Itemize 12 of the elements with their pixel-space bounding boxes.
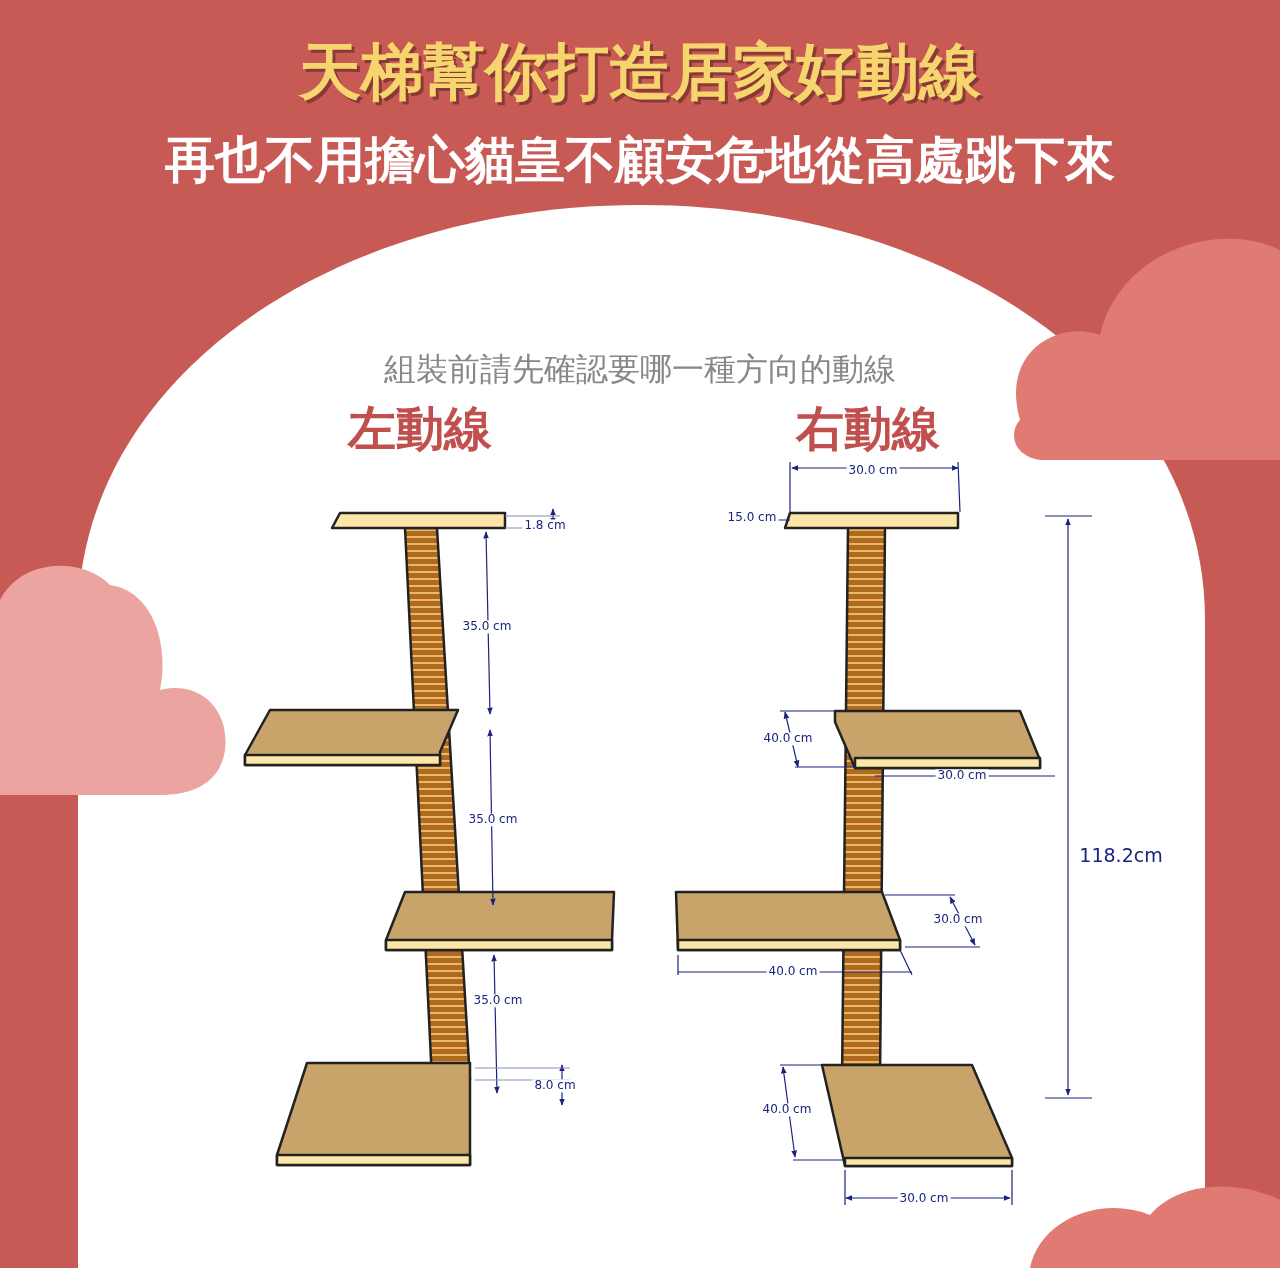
note-text: 組裝前請先確認要哪一種方向的動線 bbox=[384, 352, 896, 388]
dimension-label: 30.0 cm bbox=[931, 913, 985, 927]
dimension-label: 35.0 cm bbox=[460, 620, 514, 634]
subtitle: 再也不用擔心貓皇不顧安危地從高處跳下來 bbox=[165, 132, 1115, 188]
title: 天梯幫你打造居家好動線 bbox=[299, 37, 981, 107]
heading: 左動線 bbox=[348, 401, 492, 455]
heading: 右動線 bbox=[796, 401, 940, 455]
dimension-label: 8.0 cm bbox=[532, 1079, 578, 1093]
dimension-label: 35.0 cm bbox=[471, 994, 525, 1008]
dimension-label: 35.0 cm bbox=[466, 813, 520, 827]
dimension-label: 40.0 cm bbox=[761, 732, 815, 746]
dimension-label: 40.0 cm bbox=[760, 1103, 814, 1117]
